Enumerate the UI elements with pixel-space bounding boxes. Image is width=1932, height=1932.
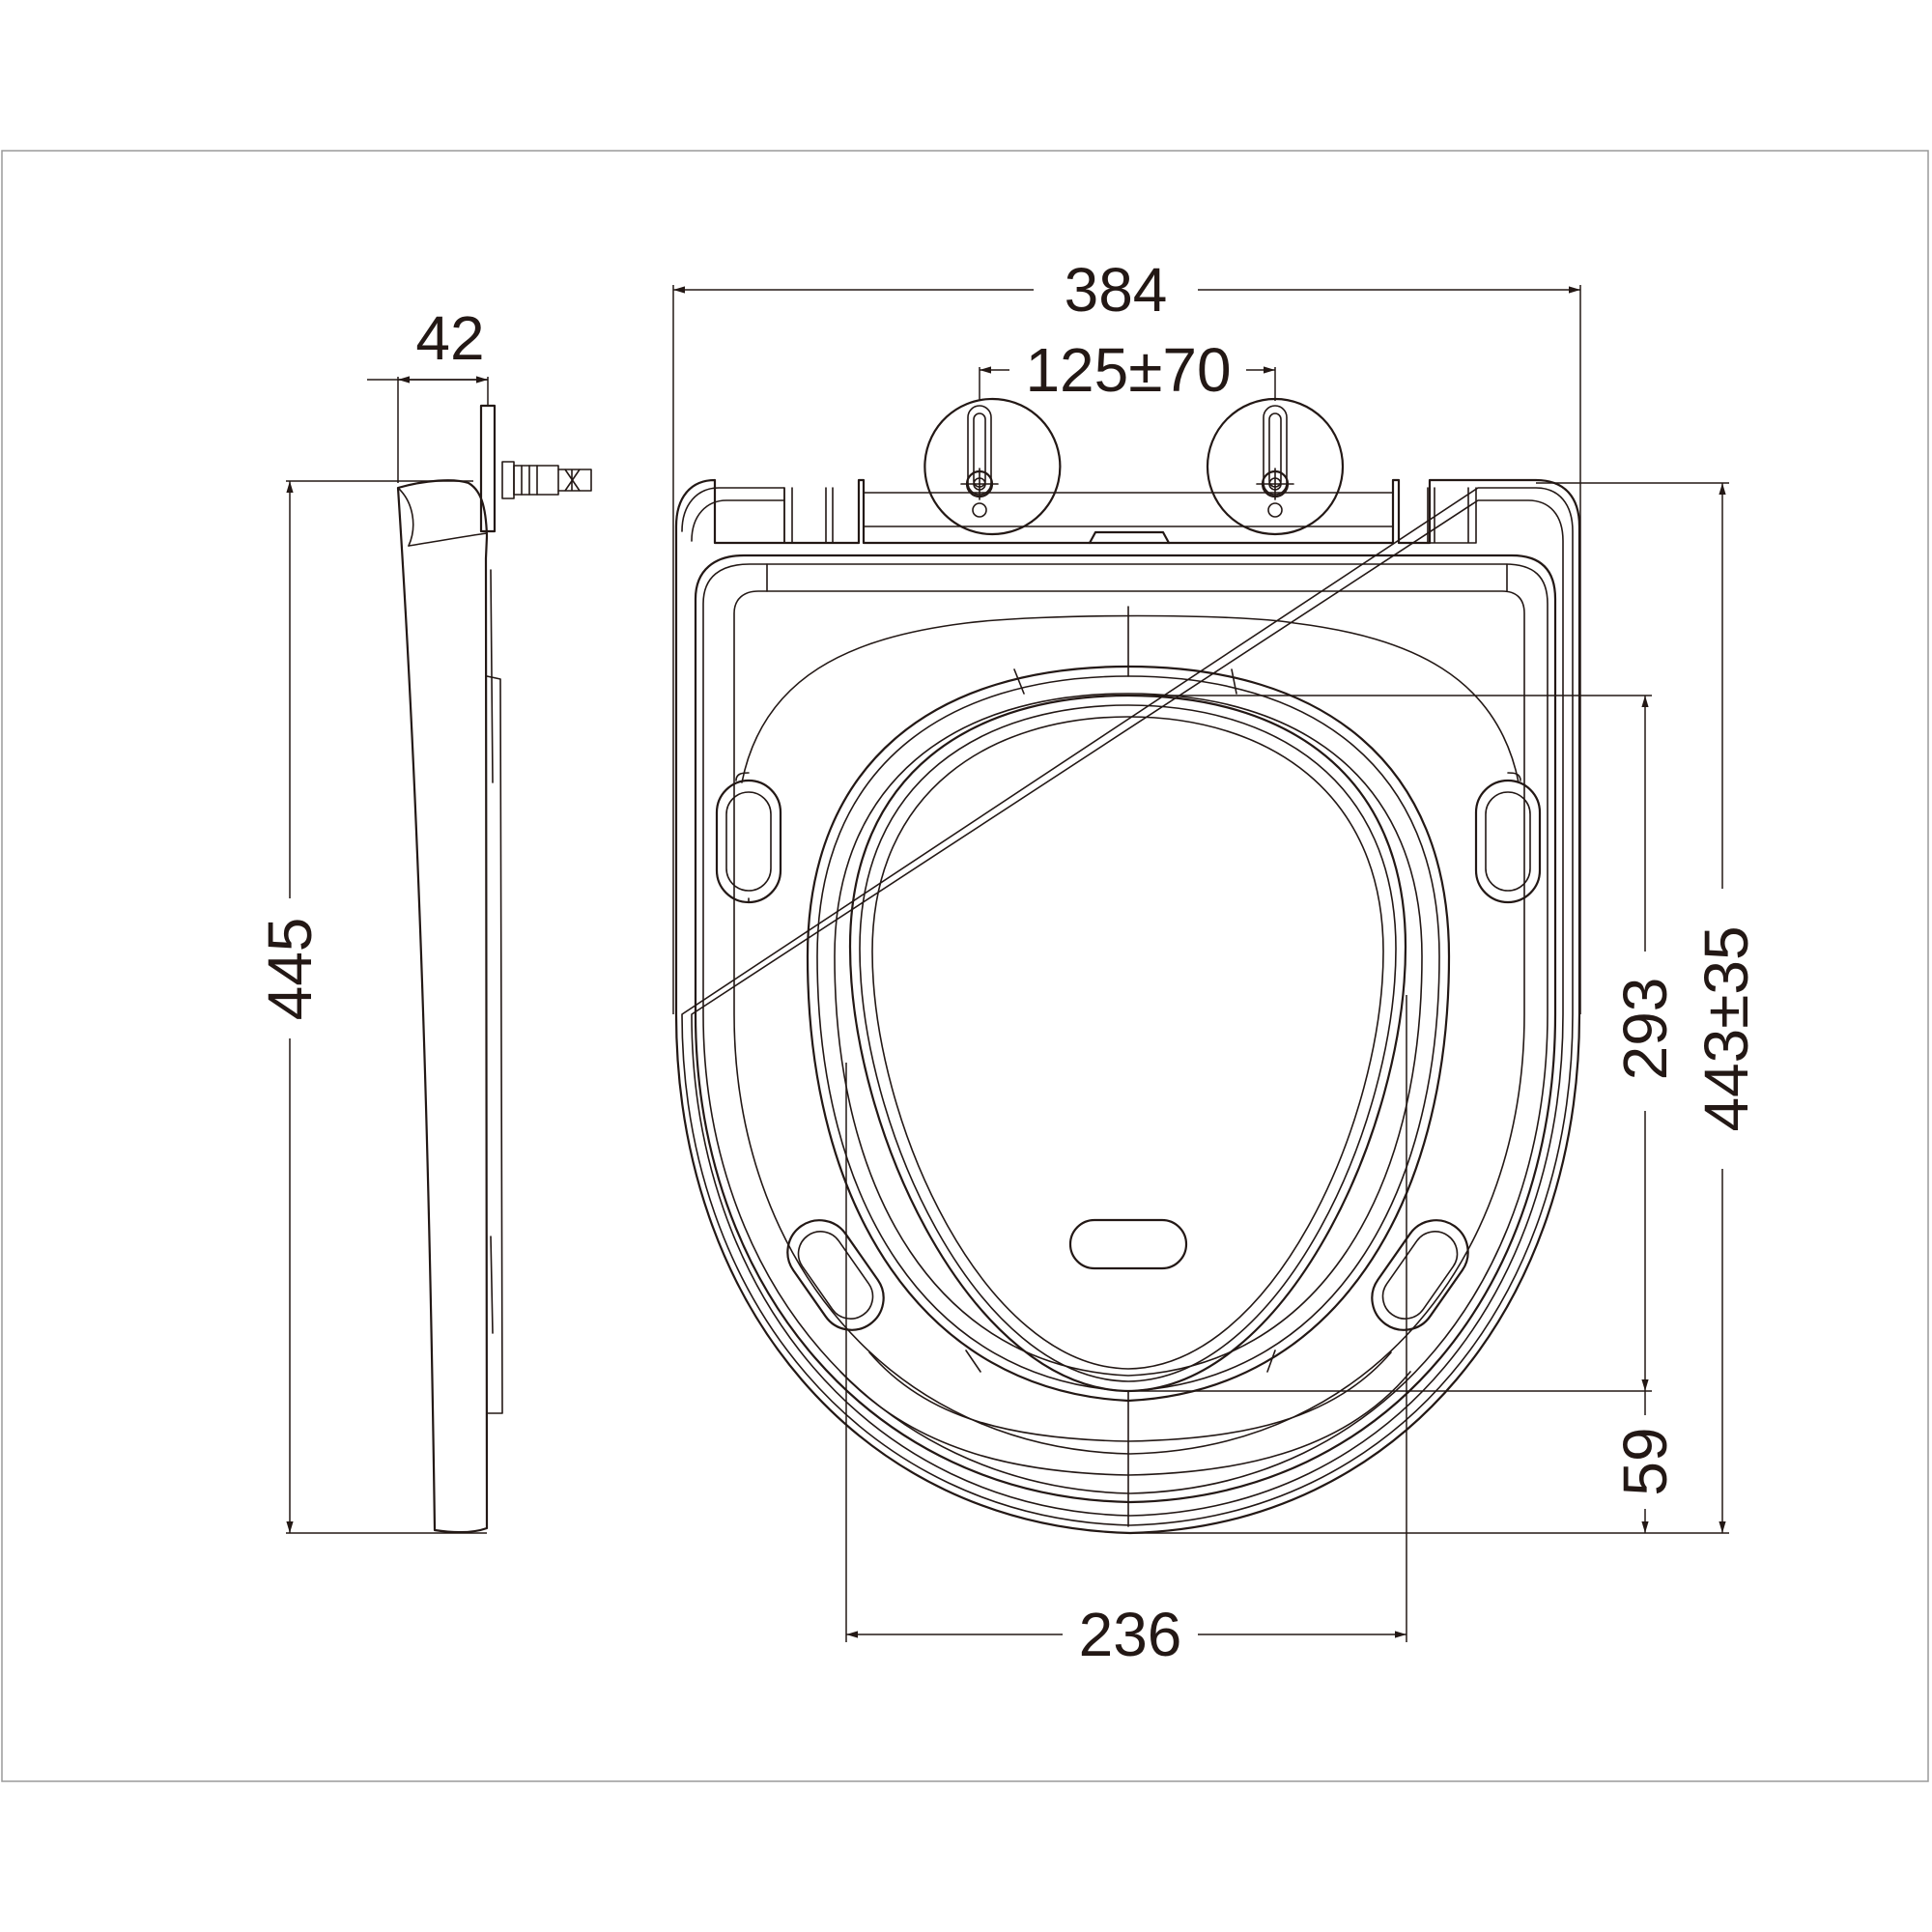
side-seat-inner-line (408, 532, 488, 547)
hinge-bolt-icon (501, 461, 592, 499)
seat-rim-4 (766, 563, 1508, 592)
dim-side-width-label: 42 (415, 303, 484, 373)
bumper-bottom-right (1371, 1219, 1469, 1331)
seat-ring-outer-3 (834, 693, 1423, 1377)
seat-rim-2 (702, 563, 1548, 1494)
seat-ring-outer (806, 665, 1451, 1403)
lid-top-arc (741, 614, 1520, 783)
dim-front-offset-label: 59 (1610, 1427, 1680, 1495)
hinge-bar-slot (1088, 530, 1171, 545)
right-hinge-icon (1206, 397, 1345, 536)
ring-lower-arc (868, 1351, 1392, 1442)
right-hinge-block (1427, 487, 1477, 544)
dim-opening-width: 236 (845, 995, 1407, 1669)
dim-inner-height-label: 293 (1610, 978, 1680, 1081)
seat-rim-3 (733, 590, 1525, 1455)
side-seat-edge (397, 487, 414, 547)
ring-lower-arc-2 (839, 1371, 1411, 1476)
dim-inner-height: 293 (1128, 695, 1680, 1392)
dim-opening-width-label: 236 (1079, 1600, 1182, 1669)
dim-side-width: 42 (367, 303, 489, 483)
dim-hinge-spacing: 125±70 (979, 335, 1276, 405)
side-seat-profile (396, 479, 489, 1534)
side-lid-panel (486, 675, 503, 1414)
dim-overall-width: 384 (672, 255, 1581, 1014)
side-lid-panel-upper (490, 569, 494, 1334)
seat-opening (848, 694, 1407, 1393)
seat-opening-2 (859, 704, 1397, 1382)
top-view (674, 397, 1581, 1535)
side-view (396, 404, 592, 1534)
seat-outer-outline (674, 478, 1581, 1535)
dim-overall-width-label: 384 (1065, 255, 1168, 325)
lid-grip-slot (1068, 1218, 1188, 1270)
seat-rim (694, 554, 1557, 1504)
seat-opening-3 (871, 716, 1384, 1370)
left-hinge-block (783, 487, 834, 544)
dim-hinge-spacing-label: 125±70 (1025, 335, 1231, 405)
seat-ring-outer-2 (816, 675, 1440, 1392)
bumper-top-right (1474, 772, 1542, 904)
bumper-bottom-left (786, 1219, 885, 1331)
dim-front-offset: 59 (1610, 1391, 1680, 1533)
dim-overall-length-label: 443±35 (1691, 925, 1761, 1131)
bumper-top-left (715, 772, 782, 904)
dim-side-height-label: 445 (255, 918, 325, 1021)
dim-side-height: 445 (255, 480, 487, 1534)
seat-outer-outline-3 (691, 499, 1564, 1517)
left-hinge-icon (923, 397, 1062, 536)
drawing-frame (1, 150, 1929, 1782)
ring-segment-marks (965, 668, 1276, 1373)
seat-outer-outline-2 (681, 487, 1574, 1526)
dim-overall-length: 443±35 (1130, 482, 1761, 1534)
side-hinge-plate (479, 404, 497, 533)
